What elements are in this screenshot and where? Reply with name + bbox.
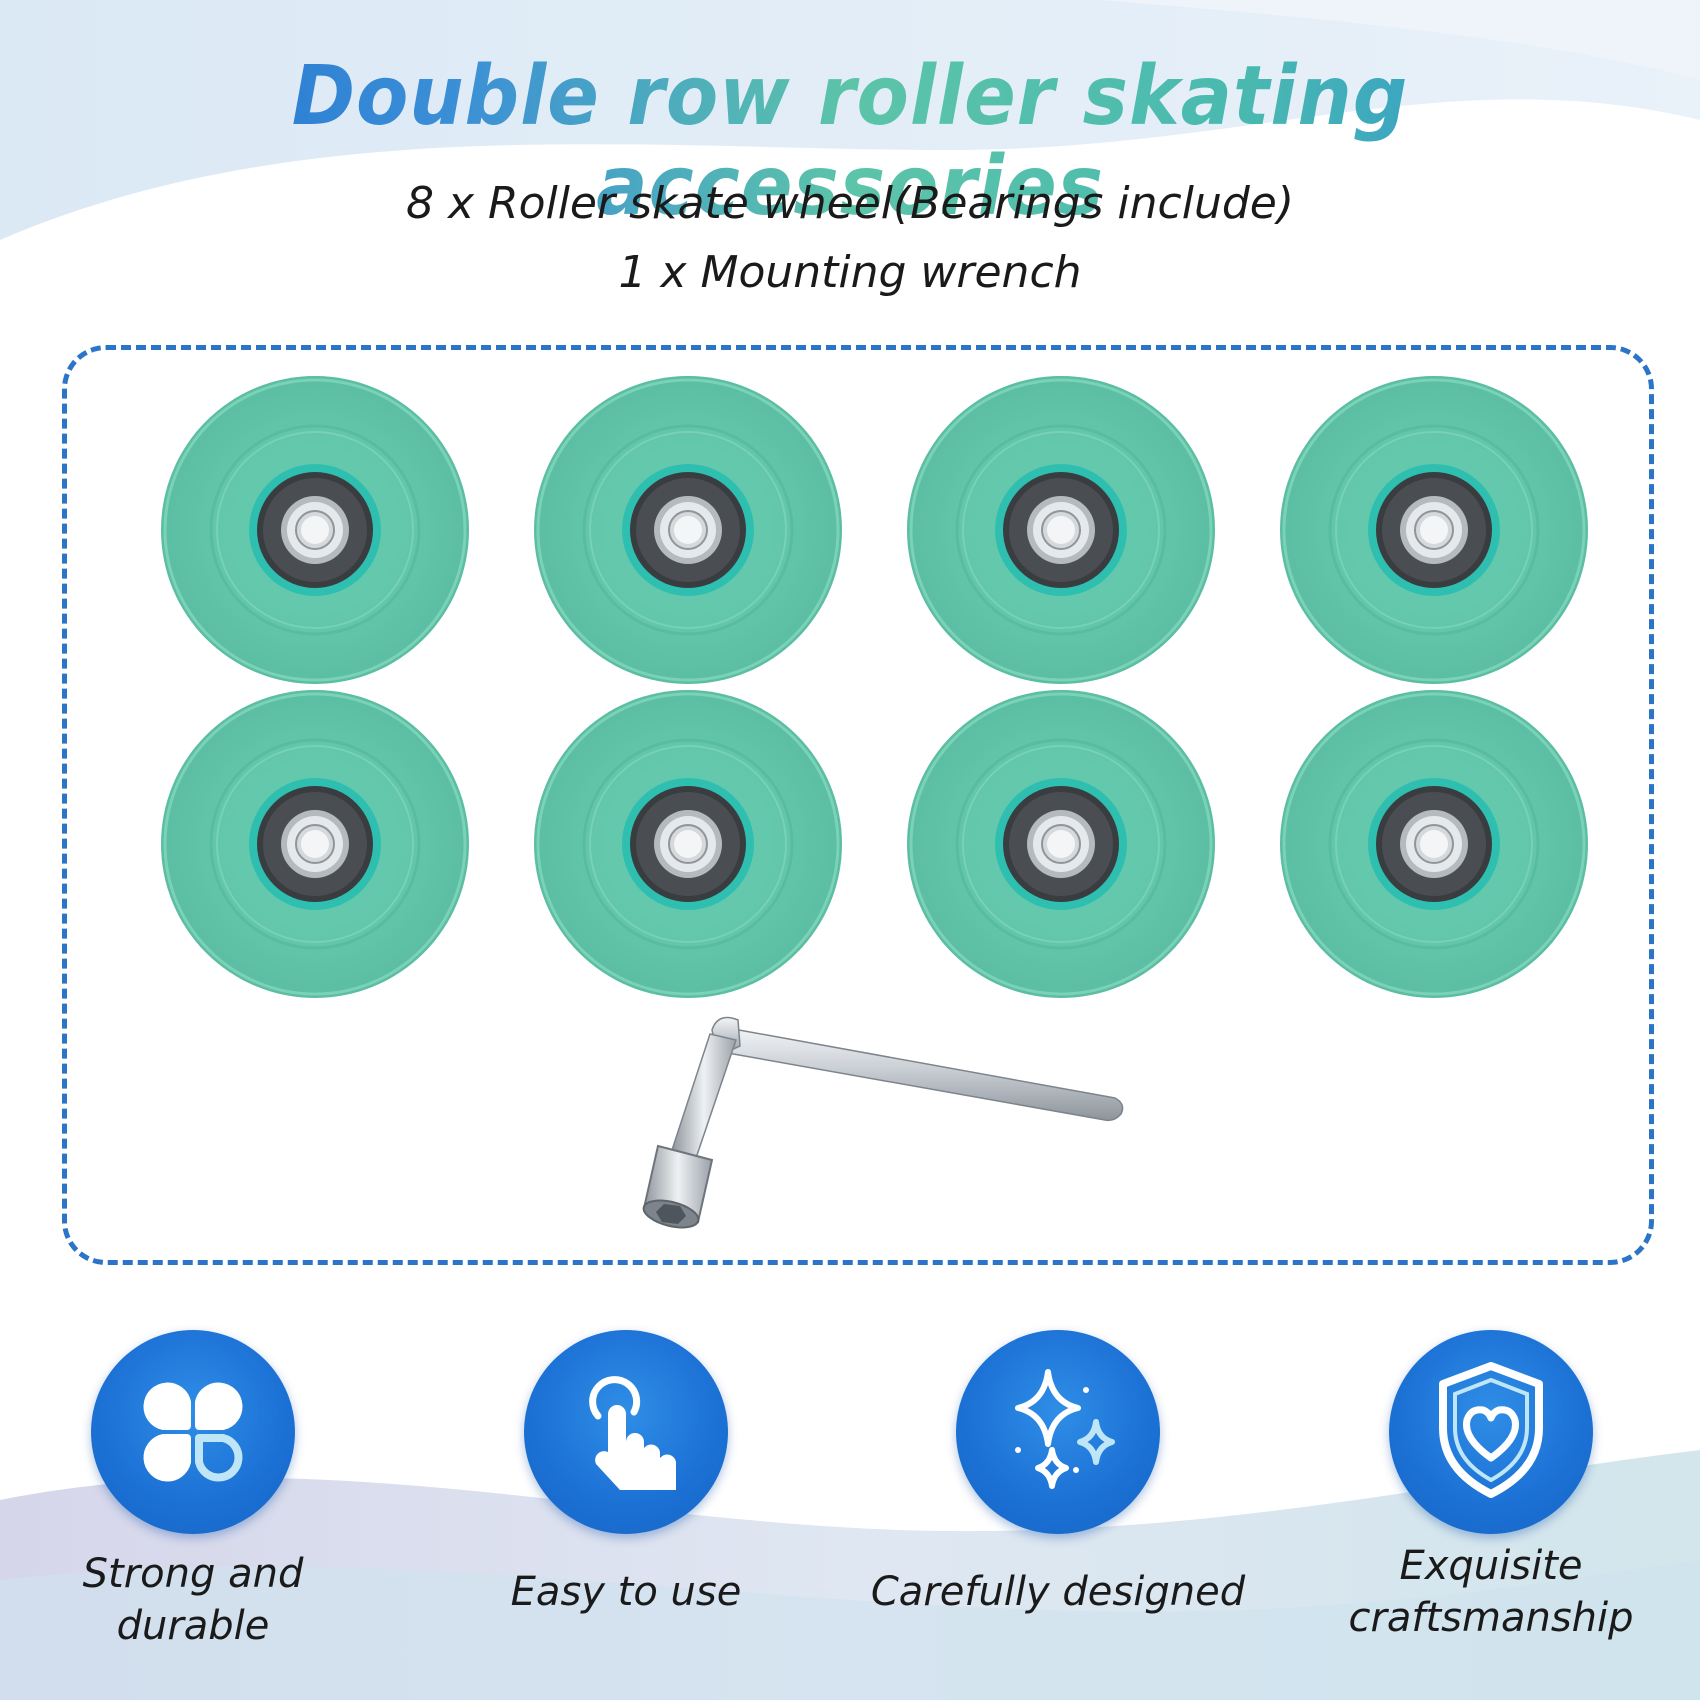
product-frame <box>62 345 1654 1265</box>
contents-line-wheels: 8 x Roller skate wheel(Bearings include) <box>405 178 1294 229</box>
roller-wheel-4 <box>1280 376 1588 684</box>
roller-wheel-5 <box>161 690 469 998</box>
contents-line-wrench: 1 x Mounting wrench <box>618 247 1082 298</box>
tap-hand-icon <box>589 1376 676 1490</box>
clover-badge <box>91 1330 295 1534</box>
feature-label-4: Exquisite craftsmanship <box>1348 1543 1634 1641</box>
feature-label-1: Strong and durable <box>82 1551 304 1649</box>
page-title: Double row roller skating accessories <box>60 51 1641 232</box>
roller-wheel-2 <box>534 376 842 684</box>
feature-label-3: Carefully designed <box>870 1569 1246 1615</box>
shield-heart-badge <box>1389 1330 1593 1534</box>
feature-label-2: Easy to use <box>510 1569 742 1615</box>
roller-wheel-7 <box>907 690 1215 998</box>
clover-icon <box>143 1382 243 1482</box>
mounting-wrench-image <box>642 1016 1124 1229</box>
sparkle-icon <box>1015 1369 1115 1489</box>
roller-wheel-6 <box>534 690 842 998</box>
roller-wheel-3 <box>907 376 1215 684</box>
sparkle-badge <box>956 1330 1160 1534</box>
roller-wheel-8 <box>1280 690 1588 998</box>
roller-wheel-1 <box>161 376 469 684</box>
shield-heart-icon <box>1439 1362 1543 1498</box>
tap-hand-badge <box>524 1330 728 1534</box>
